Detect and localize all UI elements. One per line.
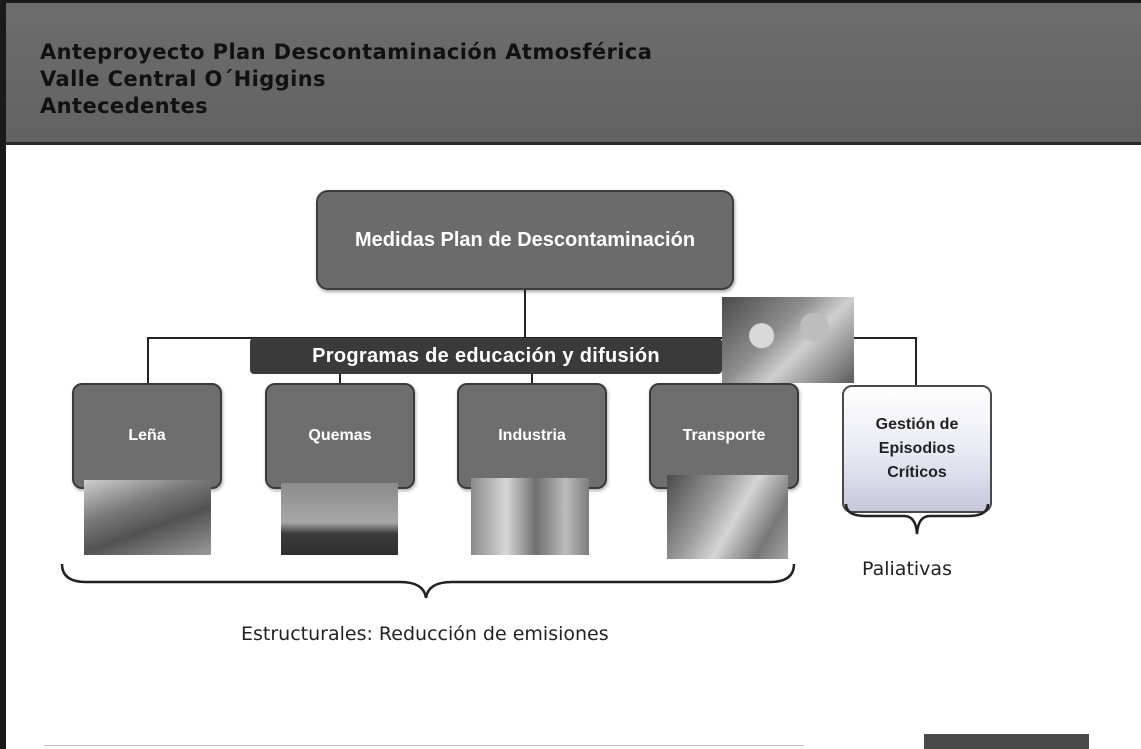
root-node-box: Medidas Plan de Descontaminación [316,190,734,290]
slide-header: Anteproyecto Plan Descontaminación Atmos… [6,3,1141,145]
category-transporte-label: Transporte [682,427,766,444]
quemas-photo [281,483,398,555]
transporte-photo [667,475,788,559]
lena-photo [84,480,211,555]
estructurales-label: Estructurales: Reducción de emisiones [241,623,609,645]
critical-episodes-box: Gestión de Episodios Críticos [842,385,992,513]
structural-brace [60,563,796,599]
education-banner: Programas de educación y difusión [250,338,722,374]
footer-block [924,734,1089,749]
connector-quemas [339,372,341,384]
category-industria-label: Industria [498,427,566,444]
header-title-line-2: Valle Central O´Higgins [40,67,326,91]
category-transporte-box: Transporte [649,383,799,489]
category-quemas-box: Quemas [265,383,415,489]
header-title-line-1: Anteproyecto Plan Descontaminación Atmos… [40,40,653,64]
category-quemas-label: Quemas [308,427,372,444]
industria-photo [471,478,589,555]
critical-episodes-label: Gestión de Episodios Críticos [875,416,959,481]
critical-brace [844,503,990,535]
footer-rule [44,745,804,746]
connector-industria [531,372,533,384]
slide-top-border [0,0,1141,3]
header-title-line-3: Antecedentes [40,94,208,118]
root-connector [524,290,526,338]
category-industria-box: Industria [457,383,607,489]
connector-criticos [915,337,917,385]
slide-left-border [0,0,6,749]
category-lena-label: Leña [128,427,166,444]
education-banner-label: Programas de educación y difusión [312,344,660,367]
root-node-label: Medidas Plan de Descontaminación [354,228,696,251]
connector-lena [147,337,149,384]
category-lena-box: Leña [72,383,222,489]
paliativas-label: Paliativas [862,558,952,580]
classroom-photo [722,297,854,383]
